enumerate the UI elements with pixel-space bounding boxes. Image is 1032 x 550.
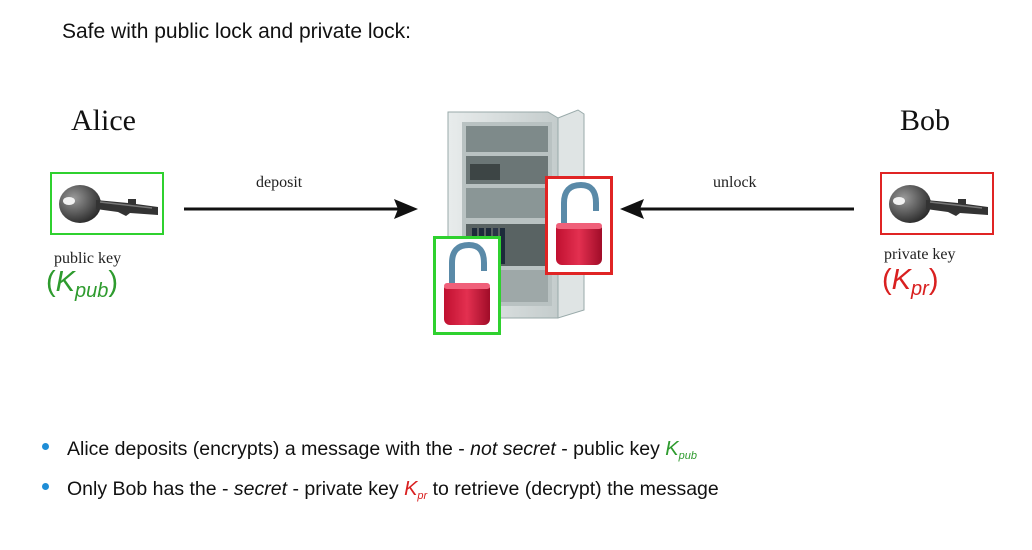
bob-kpr-formula: (Kpr) [882, 264, 938, 301]
bullet-text: Alice deposits (encrypts) a message with… [67, 438, 471, 460]
paren-close: ) [928, 264, 939, 296]
k-subscript: pr [911, 278, 929, 300]
bullet-dot-icon [42, 483, 49, 490]
padlock-icon [556, 181, 602, 265]
alice-kpub-formula: (Kpub) [46, 266, 118, 303]
bullet-text: - private key [287, 478, 405, 500]
bullet-item-2: Only Bob has the - secret - private key … [40, 476, 719, 516]
slide-title: Safe with public lock and private lock: [62, 20, 412, 43]
bullet-text: - public key [555, 438, 666, 460]
bullet-item-1: Alice deposits (encrypts) a message with… [40, 436, 719, 476]
bob-private-key-box [880, 172, 994, 235]
inline-kpr: Kpr [404, 478, 428, 502]
alice-key-label: public key [54, 250, 122, 267]
deposit-label: deposit [256, 174, 303, 191]
bullet-list: Alice deposits (encrypts) a message with… [40, 436, 719, 516]
public-lock-box [433, 236, 501, 335]
bullet-emphasis: secret [233, 478, 288, 500]
key-icon [59, 185, 158, 223]
bob-name: Bob [900, 104, 951, 137]
bullet-emphasis: not secret [470, 438, 556, 460]
bob-key-label: private key [884, 246, 956, 263]
private-lock-box [545, 176, 613, 275]
k-subscript: pub [678, 450, 697, 462]
k-symbol: K [665, 438, 679, 460]
bullet-text: to retrieve (decrypt) the message [427, 478, 719, 500]
paren-open: ( [882, 264, 892, 296]
alice-name: Alice [71, 104, 136, 137]
paren-close: ) [108, 266, 119, 298]
inline-kpub: Kpub [665, 438, 697, 462]
key-icon [889, 185, 988, 223]
arrow-left-icon [620, 199, 854, 219]
paren-open: ( [46, 266, 56, 298]
bullet-text: Only Bob has the - [67, 478, 234, 500]
unlock-label: unlock [713, 174, 757, 191]
alice-public-key-box [50, 172, 164, 235]
k-symbol: K [404, 478, 418, 500]
k-symbol: K [55, 266, 76, 298]
bullet-dot-icon [42, 443, 49, 450]
k-subscript: pub [75, 280, 109, 302]
arrow-right-icon [184, 199, 418, 219]
padlock-icon [444, 241, 490, 325]
k-symbol: K [891, 264, 912, 296]
k-subscript: pr [417, 490, 428, 502]
